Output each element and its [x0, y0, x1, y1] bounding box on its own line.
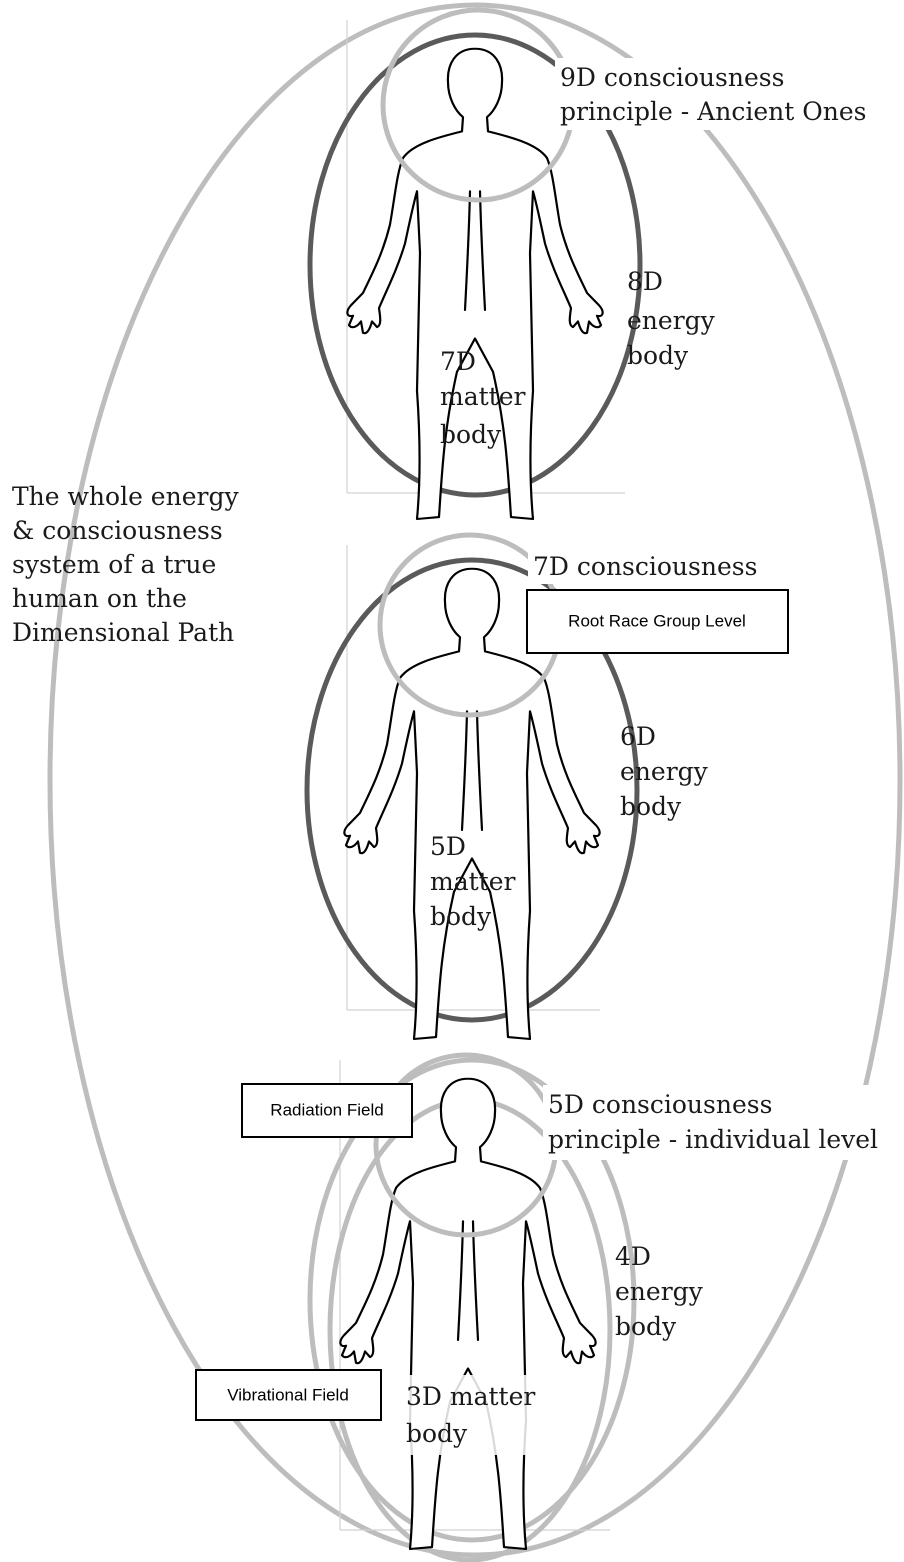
system-label-line: human on the [12, 584, 187, 613]
consciousness-7d-label: 7D consciousness [533, 552, 757, 581]
consciousness-5d-label: 5D consciousness principle - individual … [548, 1090, 878, 1154]
vibrational-field-box: Vibrational Field [195, 1369, 382, 1421]
radiation-field-box: Radiation Field [241, 1083, 413, 1138]
consciousness-9d-label: 9D consciousness principle - Ancient One… [560, 63, 866, 126]
system-label-line: system of a true [12, 550, 216, 579]
bottom-figure-group [307, 1052, 637, 1562]
vibrational-field-text: Vibrational Field [227, 1385, 349, 1404]
system-label-line: The whole energy [12, 482, 239, 511]
system-field-ring [47, 2, 903, 1558]
matter-body-7d-label: 7D matter body [440, 347, 533, 449]
energy-body-6d-ring [304, 557, 640, 1023]
vibrational-field-ring [307, 1057, 637, 1543]
matter-body-5d-label: 5D matter body [430, 832, 523, 931]
matter-body-3d-label: 3D matter body [406, 1382, 543, 1448]
energy-body-6d-label: 6D energy body [620, 722, 716, 821]
system-label: The whole energy & consciousness system … [12, 482, 247, 647]
root-race-group-box: Root Race Group Level [526, 589, 789, 654]
energy-body-8d-ring [307, 32, 643, 498]
system-label-line: Dimensional Path [12, 618, 234, 647]
energy-body-4d-label: 4D energy body [615, 1242, 711, 1341]
energy-body-8d-label: 8D energy body [627, 267, 723, 370]
radiation-field-text: Radiation Field [270, 1100, 383, 1119]
system-label-line: & consciousness [12, 516, 223, 545]
root-race-group-text: Root Race Group Level [568, 611, 746, 630]
